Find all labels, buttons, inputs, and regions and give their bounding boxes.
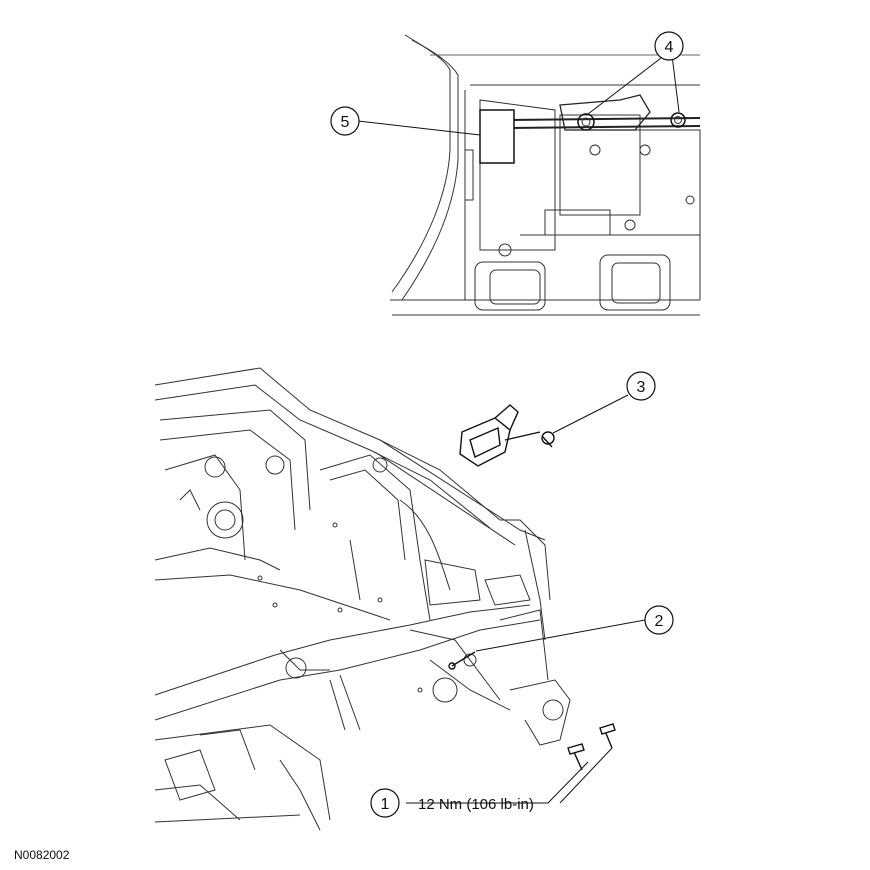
callout-4: 4 (654, 31, 684, 61)
fastener-item-2 (448, 651, 476, 670)
callout-1-label: 1 (381, 796, 390, 813)
callout-2: 2 (644, 605, 674, 635)
callout-2-label: 2 (655, 613, 664, 630)
torque-spec: 12 Nm (106 lb-in) (418, 796, 534, 813)
callout-3-label: 3 (637, 379, 646, 396)
sensor-assembly (459, 404, 555, 467)
callout-1: 1 (370, 788, 400, 818)
callout-5: 5 (330, 106, 360, 136)
bolt-item-1 (567, 723, 616, 771)
callout-5-label: 5 (341, 114, 350, 131)
top-detail-view (390, 34, 701, 316)
main-frame-view (154, 367, 571, 831)
callout-3: 3 (626, 371, 656, 401)
leader-lines (357, 54, 680, 804)
callout-4-label: 4 (665, 39, 674, 56)
figure-id: N0082002 (14, 848, 70, 862)
